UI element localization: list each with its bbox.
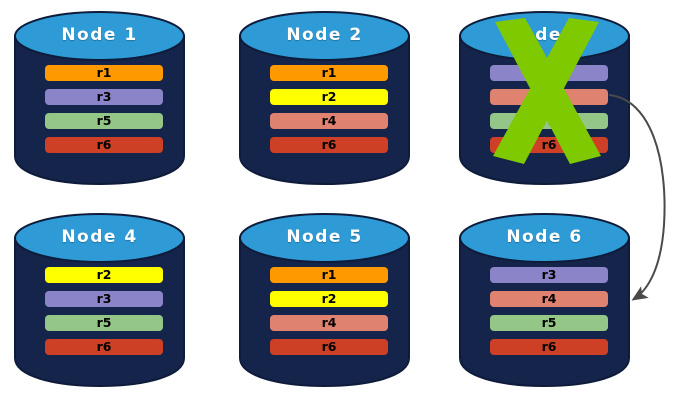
replica-bar[interactable]: r3 <box>490 267 608 283</box>
replica-bar[interactable]: r1 <box>45 65 163 81</box>
replica-bar[interactable]: r6 <box>270 339 388 355</box>
replica-list: r1 r3 r5 r6 <box>45 65 163 153</box>
replica-bar[interactable]: r6 <box>490 339 608 355</box>
replica-bar[interactable]: r4 <box>490 89 608 105</box>
replica-bar[interactable]: r3 <box>45 89 163 105</box>
replica-bar[interactable]: r6 <box>270 137 388 153</box>
replica-bar[interactable]: r2 <box>270 89 388 105</box>
replica-list: r1 r2 r4 r6 <box>270 65 388 153</box>
replica-bar[interactable]: r6 <box>45 137 163 153</box>
replica-bar[interactable]: r5 <box>45 113 163 129</box>
replica-bar[interactable]: r3 <box>45 291 163 307</box>
replica-bar[interactable]: r4 <box>270 315 388 331</box>
replica-bar[interactable]: r4 <box>490 291 608 307</box>
replica-bar[interactable]: r4 <box>270 113 388 129</box>
replica-bar[interactable]: r2 <box>270 291 388 307</box>
replica-bar[interactable]: r3 <box>490 65 608 81</box>
replica-bar[interactable]: r1 <box>270 267 388 283</box>
replica-bar[interactable]: r1 <box>270 65 388 81</box>
replica-bar[interactable]: r6 <box>490 137 608 153</box>
replica-list: r1 r2 r4 r6 <box>270 267 388 355</box>
replica-bar[interactable]: r6 <box>45 339 163 355</box>
replica-list: r3 r4 r5 r6 <box>490 65 608 153</box>
replica-bar[interactable]: r2 <box>45 267 163 283</box>
replica-bar[interactable]: r5 <box>45 315 163 331</box>
replica-bar[interactable]: r5 <box>490 315 608 331</box>
replica-list: r3 r4 r5 r6 <box>490 267 608 355</box>
replica-list: r2 r3 r5 r6 <box>45 267 163 355</box>
replica-bar[interactable]: r5 <box>490 113 608 129</box>
